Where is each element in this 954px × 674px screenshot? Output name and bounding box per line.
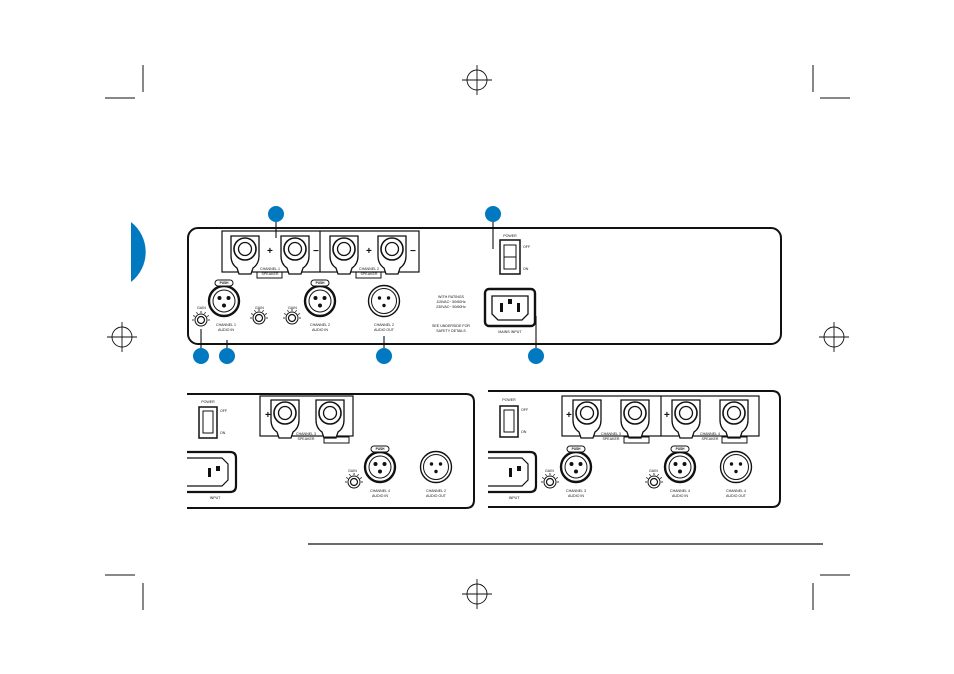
registration-mark-bottom [461, 578, 493, 610]
plus-icon: + [664, 410, 670, 421]
plus-icon: + [267, 246, 273, 257]
svg-text:ON: ON [523, 267, 529, 271]
minus-icon: − [410, 246, 416, 257]
svg-text:ON: ON [220, 431, 226, 435]
svg-text:SPEAKER: SPEAKER [702, 437, 719, 441]
svg-text:SPEAKER: SPEAKER [603, 437, 620, 441]
power-switch[interactable] [499, 405, 519, 438]
svg-text:115VAC~ 50/60Hz: 115VAC~ 50/60Hz [436, 300, 466, 304]
svg-text:POWER: POWER [201, 400, 215, 404]
power-label: POWER [503, 234, 517, 238]
svg-text:AUDIO IN: AUDIO IN [218, 328, 234, 332]
svg-text:SPEAKER: SPEAKER [298, 437, 315, 441]
ch1-in-label: CHANNEL 1 [216, 323, 236, 327]
svg-text:230VAC~ 50/60Hz: 230VAC~ 50/60Hz [436, 305, 466, 309]
svg-text:SPEAKER: SPEAKER [262, 272, 279, 276]
svg-text:SPEAKER: SPEAKER [361, 272, 378, 276]
svg-text:CHANNEL 3: CHANNEL 3 [566, 489, 586, 493]
svg-text:AUDIO IN: AUDIO IN [372, 494, 388, 498]
plus-icon: + [566, 410, 572, 421]
svg-text:CHANNEL 3: CHANNEL 3 [601, 432, 621, 436]
section-tab [131, 222, 146, 282]
rear-panel-2ch-variant: POWER OFF ON + CHANNEL 3 SPEAKER INPUT G… [187, 393, 475, 509]
svg-text:AUDIO OUT: AUDIO OUT [426, 494, 447, 498]
speaker2-label: CHANNEL 2 [359, 267, 379, 271]
ch2-in-label: CHANNEL 2 [310, 323, 330, 327]
svg-text:POWER: POWER [502, 398, 516, 402]
speaker1-label: CHANNEL 1 [260, 267, 280, 271]
minus-icon: − [313, 246, 319, 257]
svg-text:GAIN: GAIN [255, 306, 264, 310]
svg-text:PUSH: PUSH [316, 281, 326, 285]
svg-text:CHANNEL 4: CHANNEL 4 [370, 489, 390, 493]
svg-text:ON: ON [521, 430, 527, 434]
xlr-output-ch4 [719, 450, 753, 484]
svg-text:SEE UNDERSIDE FOR: SEE UNDERSIDE FOR [432, 324, 470, 328]
xlr-output [419, 450, 453, 484]
main-rear-panel: + + − − CHANNEL 1 SPEAKER CHANNEL 2 SPEA… [187, 227, 782, 345]
svg-text:PUSH: PUSH [676, 447, 686, 451]
svg-text:GAIN: GAIN [545, 469, 554, 473]
power-switch[interactable] [198, 406, 218, 439]
svg-text:INPUT: INPUT [509, 496, 521, 500]
rear-panel-4ch-variant: POWER OFF ON + + CHANNEL 3 SPEAKER CHANN… [488, 390, 781, 508]
svg-text:GAIN: GAIN [197, 306, 206, 310]
svg-text:CHANNEL 4: CHANNEL 4 [700, 432, 720, 436]
svg-text:GAIN: GAIN [288, 306, 297, 310]
callout-leaders [200, 222, 537, 348]
registration-mark-top [461, 64, 493, 96]
crop-marks [105, 65, 850, 610]
registration-mark-right [818, 321, 850, 353]
svg-text:CHANNEL 4: CHANNEL 4 [726, 489, 746, 493]
svg-text:INPUT: INPUT [210, 496, 222, 500]
svg-text:OFF: OFF [521, 408, 529, 412]
svg-text:PUSH: PUSH [376, 447, 386, 451]
xlr-output-ch2 [367, 284, 401, 318]
svg-text:AUDIO OUT: AUDIO OUT [374, 328, 395, 332]
svg-text:PUSH: PUSH [220, 281, 230, 285]
svg-text:AUDIO IN: AUDIO IN [672, 494, 688, 498]
svg-text:GAIN: GAIN [348, 469, 357, 473]
svg-text:CHANNEL 4: CHANNEL 4 [670, 489, 690, 493]
svg-text:OFF: OFF [523, 245, 531, 249]
svg-text:AUDIO OUT: AUDIO OUT [726, 494, 747, 498]
mains-inlet [483, 287, 537, 328]
registration-mark-left [106, 321, 138, 353]
svg-text:GAIN: GAIN [649, 469, 658, 473]
power-switch[interactable] [499, 239, 521, 275]
svg-text:CHANNEL 3: CHANNEL 3 [296, 432, 316, 436]
svg-text:PUSH: PUSH [572, 447, 582, 451]
plus-icon: + [366, 246, 372, 257]
mains-label: MAINS INPUT [498, 330, 522, 334]
svg-text:CHANNEL 2: CHANNEL 2 [426, 489, 446, 493]
svg-text:AUDIO IN: AUDIO IN [312, 328, 328, 332]
plus-icon: + [265, 410, 271, 421]
svg-text:AUDIO IN: AUDIO IN [568, 494, 584, 498]
svg-text:SAFETY DETAILS: SAFETY DETAILS [436, 329, 466, 333]
voltage-warning: WITH RATINGS [438, 295, 464, 299]
svg-text:OFF: OFF [220, 409, 228, 413]
callout-markers [193, 206, 544, 364]
ch2-out-label: CHANNEL 2 [374, 323, 394, 327]
